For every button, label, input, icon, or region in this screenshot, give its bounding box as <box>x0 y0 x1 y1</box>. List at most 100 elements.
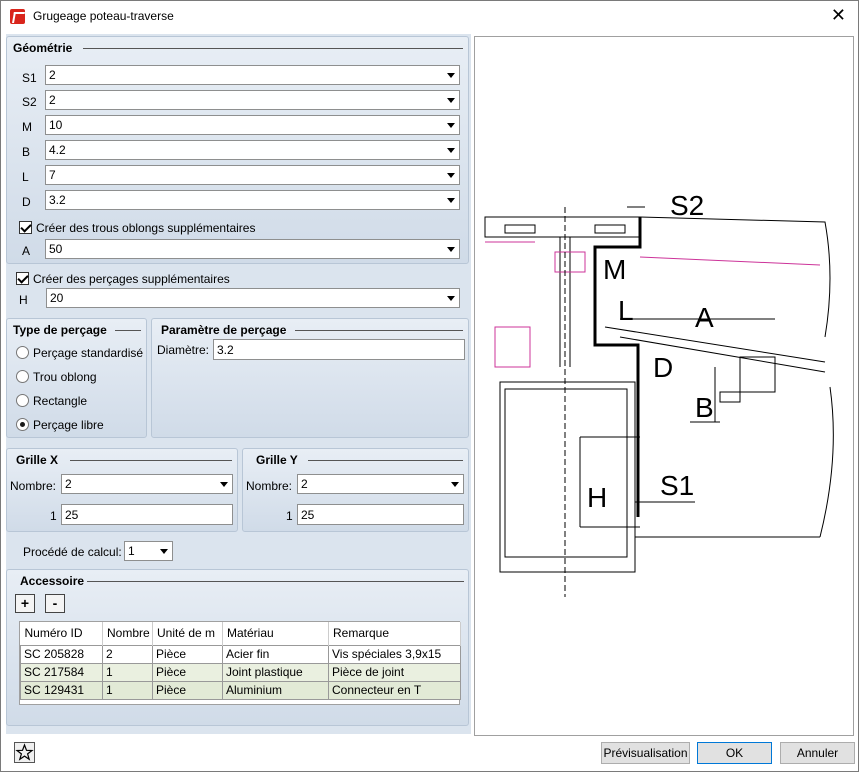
title-bar: Grugeage poteau-traverse ✕ <box>1 1 858 32</box>
chevron-down-icon <box>447 173 455 178</box>
close-icon[interactable]: ✕ <box>831 6 846 24</box>
chevron-down-icon <box>447 98 455 103</box>
cell: Aluminium <box>223 681 329 699</box>
accessoire-title: Accessoire <box>20 574 88 588</box>
ok-button[interactable]: OK <box>697 742 772 764</box>
cell: Pièce <box>153 663 223 681</box>
cell: Pièce <box>153 681 223 699</box>
table-row[interactable]: SC 129431 1 Pièce Aluminium Connecteur e… <box>21 681 461 699</box>
calcul-combo[interactable]: 1 <box>124 541 173 561</box>
s2-combo[interactable]: 2 <box>45 90 460 110</box>
s2-value: 2 <box>49 93 56 107</box>
accessoire-group: Accessoire + - Numéro ID Nombre Unité de… <box>6 569 469 726</box>
grille-y-nombre-combo[interactable]: 2 <box>297 474 464 494</box>
label-m: M <box>603 254 626 285</box>
l-combo[interactable]: 7 <box>45 165 460 185</box>
radio-rectangle[interactable] <box>16 394 29 407</box>
grille-y-row-input[interactable]: 25 <box>297 504 464 525</box>
s1-value: 2 <box>49 68 56 82</box>
label-b: B <box>695 392 714 423</box>
cell: SC 129431 <box>21 681 103 699</box>
m-value: 10 <box>49 118 62 132</box>
cell: Acier fin <box>223 645 329 663</box>
cell: Pièce de joint <box>329 663 461 681</box>
radio-label: Perçage standardisé <box>33 346 143 360</box>
diametre-input[interactable]: 3.2 <box>213 339 465 360</box>
group-divider <box>308 460 463 461</box>
label-l: L <box>618 295 634 326</box>
geometrie-title: Géométrie <box>13 41 76 55</box>
cell: Pièce <box>153 645 223 663</box>
group-divider <box>295 330 463 331</box>
cell: Joint plastique <box>223 663 329 681</box>
group-divider <box>115 330 141 331</box>
chevron-down-icon <box>447 247 455 252</box>
grille-x-nombre-label: Nombre: <box>10 479 56 493</box>
radio-percage-standardise[interactable] <box>16 346 29 359</box>
d-combo[interactable]: 3.2 <box>45 190 460 210</box>
chevron-down-icon <box>451 482 459 487</box>
chevron-down-icon <box>447 73 455 78</box>
preview-panel: S2 M L A D B S1 H <box>474 36 854 736</box>
s1-combo[interactable]: 2 <box>45 65 460 85</box>
preview-button[interactable]: Prévisualisation <box>601 742 690 764</box>
cell: Vis spéciales 3,9x15 <box>329 645 461 663</box>
group-divider <box>70 460 232 461</box>
star-icon <box>15 743 34 762</box>
grille-x-group: Grille X Nombre: 2 1 25 <box>6 448 238 532</box>
percages-checkbox[interactable] <box>16 272 29 285</box>
table-row[interactable]: SC 205828 2 Pièce Acier fin Vis spéciale… <box>21 645 461 663</box>
group-divider <box>83 48 463 49</box>
m-label: M <box>22 120 32 134</box>
chevron-down-icon <box>447 296 455 301</box>
window-title: Grugeage poteau-traverse <box>33 9 174 23</box>
h-combo[interactable]: 20 <box>46 288 460 308</box>
cancel-button[interactable]: Annuler <box>780 742 855 764</box>
b-label: B <box>22 145 30 159</box>
column-header[interactable]: Nombre <box>103 622 153 645</box>
l-value: 7 <box>49 168 56 182</box>
b-combo[interactable]: 4.2 <box>45 140 460 160</box>
column-header[interactable]: Matériau <box>223 622 329 645</box>
a-label: A <box>22 244 30 258</box>
grille-x-nombre-combo[interactable]: 2 <box>61 474 233 494</box>
column-header[interactable]: Numéro ID <box>21 622 103 645</box>
chevron-down-icon <box>447 148 455 153</box>
grille-y-nombre-value: 2 <box>301 477 308 491</box>
calcul-value: 1 <box>128 544 135 558</box>
oblong-checkbox[interactable] <box>19 221 32 234</box>
m-combo[interactable]: 10 <box>45 115 460 135</box>
column-header[interactable]: Remarque <box>329 622 461 645</box>
label-s2: S2 <box>670 190 704 221</box>
cell: SC 205828 <box>21 645 103 663</box>
favorite-button[interactable] <box>14 742 35 763</box>
cell: 1 <box>103 681 153 699</box>
d-value: 3.2 <box>49 193 66 207</box>
grille-x-title: Grille X <box>16 453 62 467</box>
table-row[interactable]: SC 217584 1 Pièce Joint plastique Pièce … <box>21 663 461 681</box>
radio-percage-libre[interactable] <box>16 418 29 431</box>
a-value: 50 <box>49 242 62 256</box>
type-percage-title: Type de perçage <box>13 323 111 337</box>
h-label: H <box>19 293 28 307</box>
s2-label: S2 <box>22 95 37 109</box>
diametre-label: Diamètre: <box>157 343 209 357</box>
remove-accessoire-button[interactable]: - <box>45 594 65 613</box>
column-header[interactable]: Unité de m <box>153 622 223 645</box>
b-value: 4.2 <box>49 143 66 157</box>
a-combo[interactable]: 50 <box>45 239 460 259</box>
s1-label: S1 <box>22 71 37 85</box>
chevron-down-icon <box>220 482 228 487</box>
d-label: D <box>22 195 31 209</box>
grille-x-row-input[interactable]: 25 <box>61 504 233 525</box>
radio-trou-oblong[interactable] <box>16 370 29 383</box>
add-accessoire-button[interactable]: + <box>15 594 35 613</box>
accessoire-table: Numéro ID Nombre Unité de m Matériau Rem… <box>20 622 461 700</box>
radio-label: Rectangle <box>33 394 87 408</box>
technical-drawing: S2 M L A D B S1 H <box>475 37 853 735</box>
grille-y-title: Grille Y <box>256 453 302 467</box>
cell: 2 <box>103 645 153 663</box>
cell: Connecteur en T <box>329 681 461 699</box>
group-divider <box>87 581 464 582</box>
